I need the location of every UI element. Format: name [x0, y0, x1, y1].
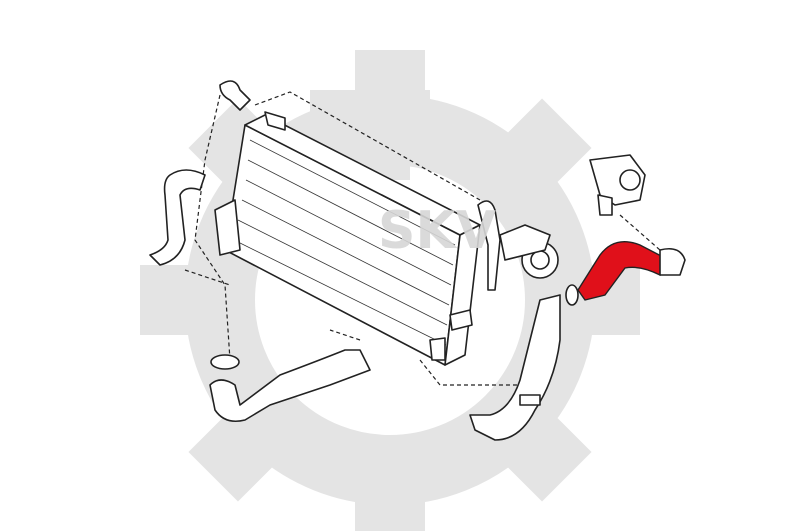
intercooler — [214, 111, 481, 366]
hose-bracket — [519, 394, 541, 406]
throttle-body — [589, 154, 646, 216]
lower-left-hose — [209, 349, 371, 423]
turbocharger — [477, 200, 559, 291]
left-upper-hose — [149, 169, 206, 266]
top-small-hose — [219, 80, 251, 111]
hose-end-fitting — [659, 247, 686, 276]
hose-clamp — [210, 354, 240, 370]
skv-watermark-logo: SKV — [378, 201, 496, 261]
hose-clamp — [565, 284, 579, 306]
